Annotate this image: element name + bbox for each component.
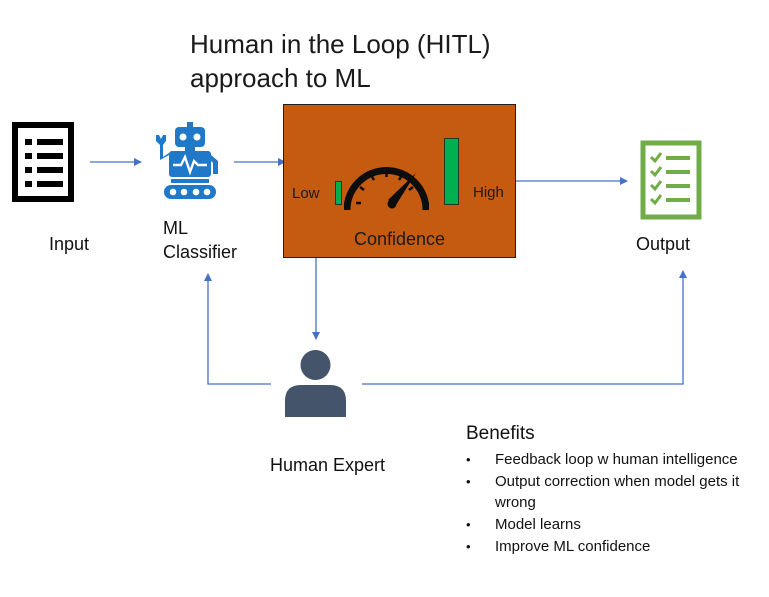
arrow-expert-to-output <box>362 270 687 385</box>
confidence-low-bar <box>335 181 342 205</box>
robot-icon <box>156 122 218 199</box>
benefits-item: • Improve ML confidence <box>466 536 756 557</box>
speedometer-gauge-icon <box>344 167 429 211</box>
benefits-list: • Feedback loop w human intelligence • Out… <box>466 449 756 557</box>
confidence-box: Low High Confidence <box>283 104 516 258</box>
bullet-icon: • <box>466 539 471 554</box>
checklist-document-icon <box>12 122 74 202</box>
input-label: Input <box>49 234 90 254</box>
benefits-panel: Benefits • Feedback loop w human intellig… <box>466 423 756 558</box>
benefits-title: Benefits <box>466 423 535 444</box>
benefits-item-text: Feedback loop w human intelligence <box>495 451 738 468</box>
benefits-item-text: Improve ML confidence <box>495 538 651 555</box>
ml-classifier-label: ML Classifier <box>163 216 237 264</box>
human-expert-label: Human Expert <box>270 455 386 475</box>
confidence-label: Confidence <box>353 229 446 249</box>
bullet-icon: • <box>466 517 471 532</box>
confidence-low-label: Low <box>292 185 320 202</box>
bullet-icon: • <box>466 452 471 467</box>
person-icon <box>285 350 346 417</box>
confidence-high-bar <box>444 138 459 205</box>
benefits-item-text: Output correction when model gets it wro… <box>495 473 740 511</box>
diagram-title-line-1: Human in the Loop (HITL) <box>190 29 491 59</box>
arrow-expert-to-classifier <box>204 273 271 385</box>
diagram-title-line-2: approach to ML <box>190 63 371 93</box>
confidence-high-label: High <box>473 184 504 201</box>
output-label: Output <box>636 234 691 254</box>
benefits-item: • Feedback loop w human intelligence <box>466 449 756 470</box>
diagram-title: Human in the Loop (HITL) approach to ML <box>190 27 610 95</box>
bullet-icon: • <box>466 474 471 489</box>
ml-classifier-label-line-2: Classifier <box>163 242 238 262</box>
benefits-item: • Model learns <box>466 514 756 535</box>
ml-classifier-label-line-1: ML <box>163 218 189 238</box>
benefits-item: • Output correction when model gets it wr… <box>466 471 756 513</box>
benefits-item-text: Model learns <box>495 516 581 533</box>
checklist-checkmarks-icon <box>640 140 702 220</box>
